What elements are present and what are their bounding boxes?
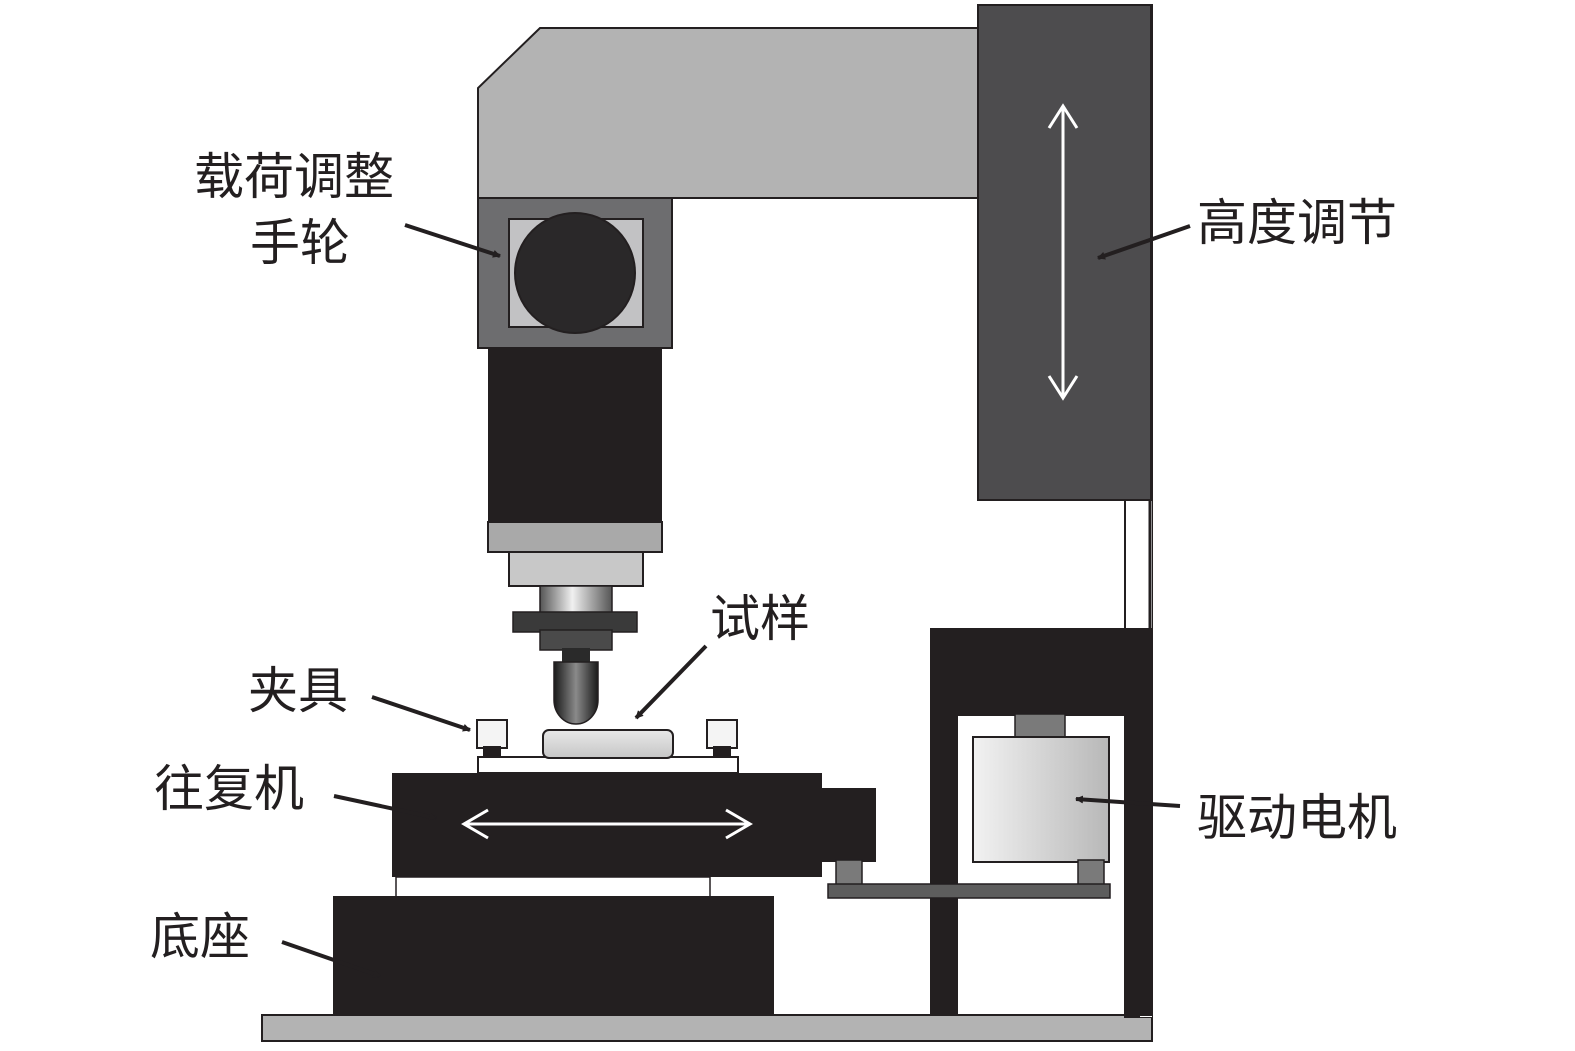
reciprocating-arrow	[461, 808, 753, 840]
arrow-specimen	[634, 644, 708, 720]
label-base: 底座	[150, 908, 250, 966]
arrow-handwheel	[404, 223, 501, 258]
label-fixture: 夹具	[248, 662, 348, 720]
upper-arm	[477, 27, 981, 199]
specimen	[542, 729, 674, 759]
reciprocator-spacer	[395, 876, 711, 898]
load-head-neck	[508, 551, 644, 587]
label-motor: 驱动电机	[1197, 789, 1397, 847]
label-handwheel-line1: 载荷调整	[194, 148, 394, 206]
arrow-motor	[1075, 795, 1181, 808]
label-height: 高度调节	[1197, 194, 1397, 252]
motor-foot-right	[1077, 859, 1105, 887]
spindle-flange	[512, 611, 638, 633]
fixture-plate	[477, 756, 739, 774]
motor-foot-left	[835, 859, 863, 887]
leader-arrows	[281, 223, 1191, 978]
arrow-base	[281, 940, 381, 978]
load-head-body	[488, 348, 662, 524]
label-specimen: 试样	[710, 590, 810, 648]
arrow-reciprocator	[333, 794, 437, 821]
motor-mount-bar	[827, 883, 1111, 899]
spindle	[539, 585, 613, 615]
label-reciprocator: 往复机	[154, 760, 304, 818]
arrow-fixture	[371, 695, 471, 732]
spindle-lower	[539, 629, 613, 651]
fixture-clamp-left	[476, 719, 508, 758]
reciprocator-end-block	[820, 788, 876, 862]
arrow-height	[1097, 224, 1191, 260]
height-arrow	[1047, 103, 1079, 401]
label-handwheel-line2: 手轮	[250, 214, 350, 272]
load-head-collar	[487, 521, 663, 553]
bottom-plate	[261, 1014, 1153, 1042]
pin-holder	[562, 648, 590, 664]
load-handwheel	[514, 212, 636, 334]
ball-pin	[553, 661, 599, 725]
fixture-clamp-right	[706, 719, 738, 758]
motor-shaft-cap	[1014, 713, 1066, 739]
base-block	[333, 896, 774, 1014]
